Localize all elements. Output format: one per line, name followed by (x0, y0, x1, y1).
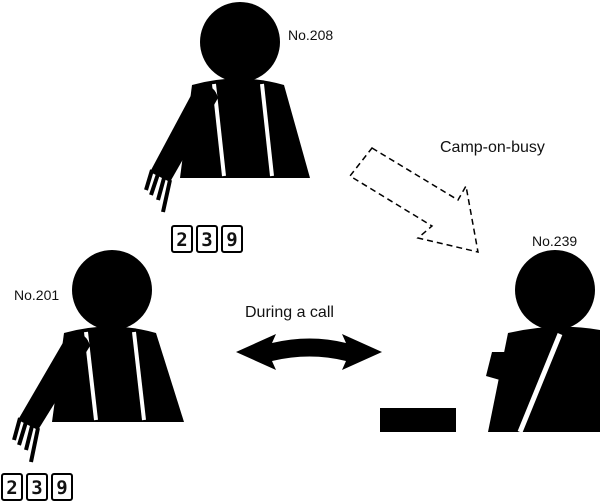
dial-key-bottom-3: 9 (56, 477, 67, 499)
telephone-icon (380, 408, 456, 432)
dial-keys-bottom: 2 3 9 (1, 473, 73, 501)
person-201-figure: No.201 (12, 250, 184, 463)
dial-key-top-2: 3 (201, 229, 212, 251)
camp-on-arrow (348, 147, 479, 253)
person-239-figure: No.239 (486, 233, 600, 433)
during-call-arrow (236, 334, 382, 370)
dial-key-top-3: 9 (226, 229, 237, 251)
extension-label-201: No.201 (14, 287, 59, 303)
dial-key-bottom-2: 3 (31, 477, 42, 499)
during-a-call-label: During a call (245, 304, 334, 321)
dial-key-top-1: 2 (176, 229, 187, 251)
person-208-figure: No.208 (144, 2, 333, 213)
extension-label-239: No.239 (532, 233, 577, 249)
dial-key-bottom-1: 2 (6, 477, 17, 499)
camp-on-busy-label: Camp-on-busy (440, 139, 545, 156)
dial-keys-top: 2 3 9 (171, 225, 243, 253)
extension-label-208: No.208 (288, 27, 333, 43)
